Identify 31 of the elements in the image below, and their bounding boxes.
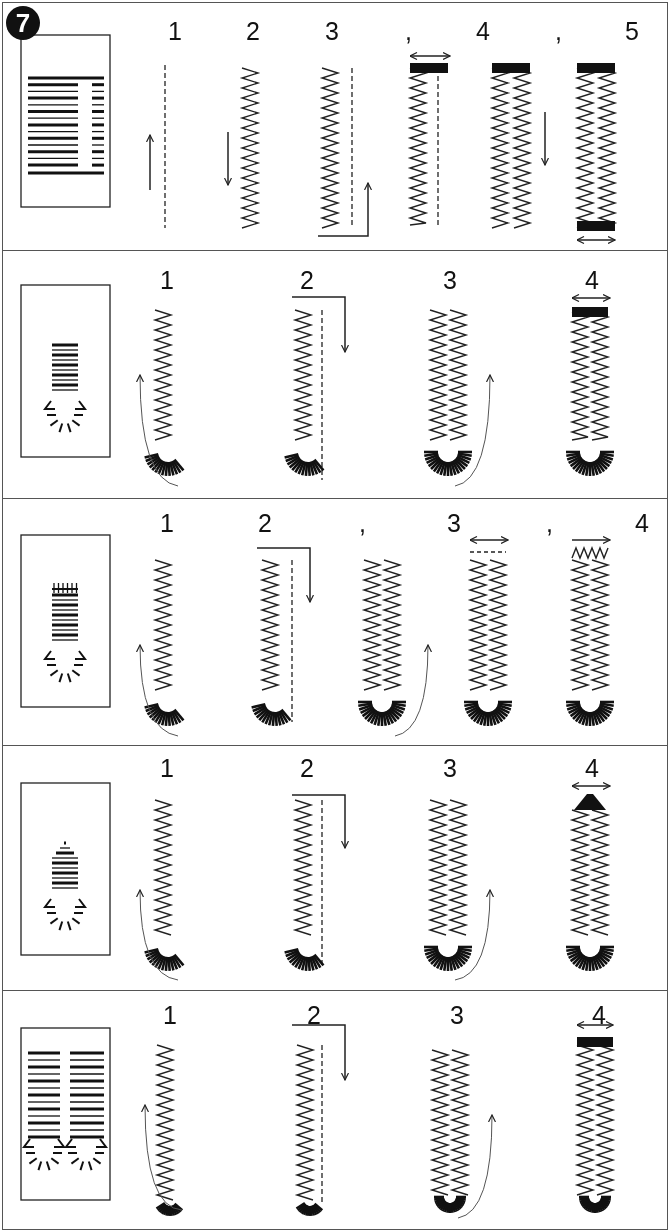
step-number: 3	[450, 1001, 464, 1029]
step-number: 1	[168, 17, 182, 45]
step-number: 1	[160, 754, 174, 782]
step-number: 5	[625, 17, 639, 45]
step-number: 4	[585, 266, 599, 294]
step-number: 2	[258, 509, 272, 537]
step-number: 2	[307, 1001, 321, 1029]
step-row-panel	[2, 2, 668, 251]
separator-comma: ,	[546, 509, 553, 537]
step-row-panel	[2, 990, 668, 1230]
step-number: 4	[592, 1001, 606, 1029]
step-number: 1	[160, 266, 174, 294]
step-number: 3	[443, 754, 457, 782]
step-number: 4	[476, 17, 490, 45]
step-number: 1	[163, 1001, 177, 1029]
step-number: 3	[325, 17, 339, 45]
step-number: 1	[160, 509, 174, 537]
step-number: 2	[246, 17, 260, 45]
separator-comma: ,	[405, 17, 412, 45]
step-row-panel	[2, 250, 668, 499]
separator-comma: ,	[359, 509, 366, 537]
step-row-panel	[2, 498, 668, 746]
step-number: 4	[635, 509, 649, 537]
separator-comma: ,	[555, 17, 562, 45]
step-number: 2	[300, 266, 314, 294]
step-number: 3	[447, 509, 461, 537]
step-number: 4	[585, 754, 599, 782]
step-number: 2	[300, 754, 314, 782]
step-badge: 7	[6, 6, 40, 40]
step-row-panel	[2, 745, 668, 991]
step-number: 3	[443, 266, 457, 294]
